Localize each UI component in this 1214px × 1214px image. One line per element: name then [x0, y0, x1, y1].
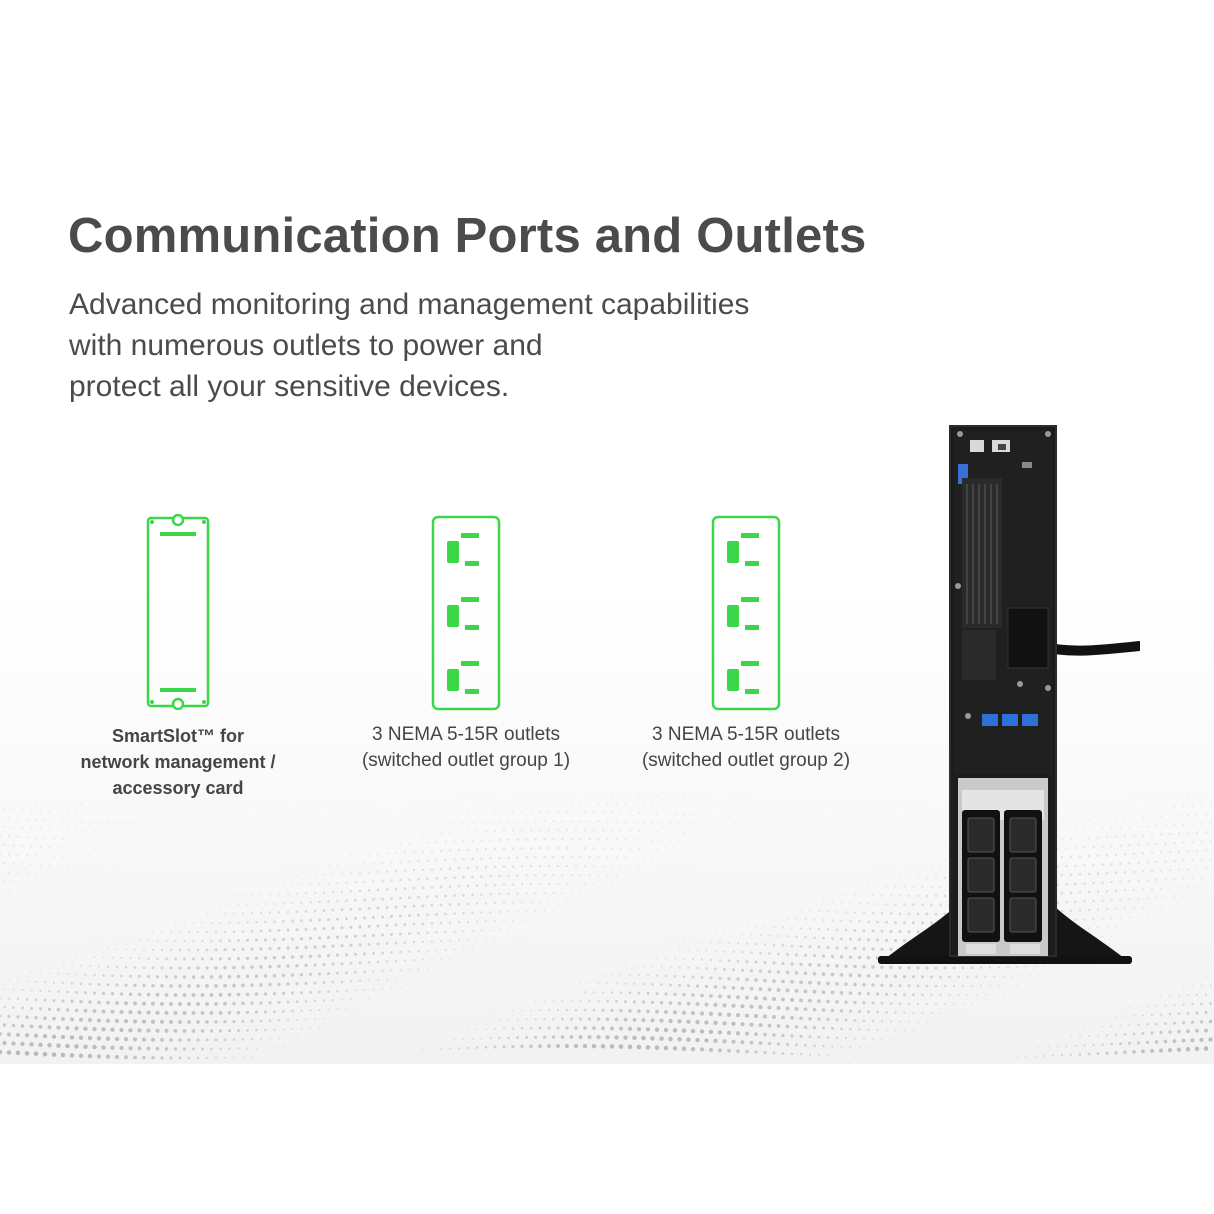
page-title: Communication Ports and Outlets [68, 209, 867, 263]
bottom-margin [0, 1064, 1214, 1214]
ups-rear-panel-image [878, 425, 1140, 964]
product-banner: Communication Ports and Outlets Advanced… [0, 0, 1214, 1064]
smartslot-card-icon [146, 514, 210, 710]
subtitle-line: Advanced monitoring and management capab… [69, 288, 750, 321]
feature-caption-outlet-group-1: 3 NEMA 5-15R outlets (switched outlet gr… [361, 724, 571, 771]
subtitle-line: protect all your sensitive devices. [69, 370, 510, 403]
nema-outlet-strip-icon [431, 515, 501, 711]
dot-wave-background [0, 793, 1213, 1060]
subtitle: Advanced monitoring and management capab… [69, 284, 749, 407]
nema-outlet-strip-icon [711, 515, 781, 711]
feature-caption-outlet-group-2: 3 NEMA 5-15R outlets (switched outlet gr… [641, 724, 851, 771]
subtitle-line: with numerous outlets to power and [69, 329, 543, 362]
feature-caption-smartslot: SmartSlot™ for network management / acce… [80, 726, 276, 798]
